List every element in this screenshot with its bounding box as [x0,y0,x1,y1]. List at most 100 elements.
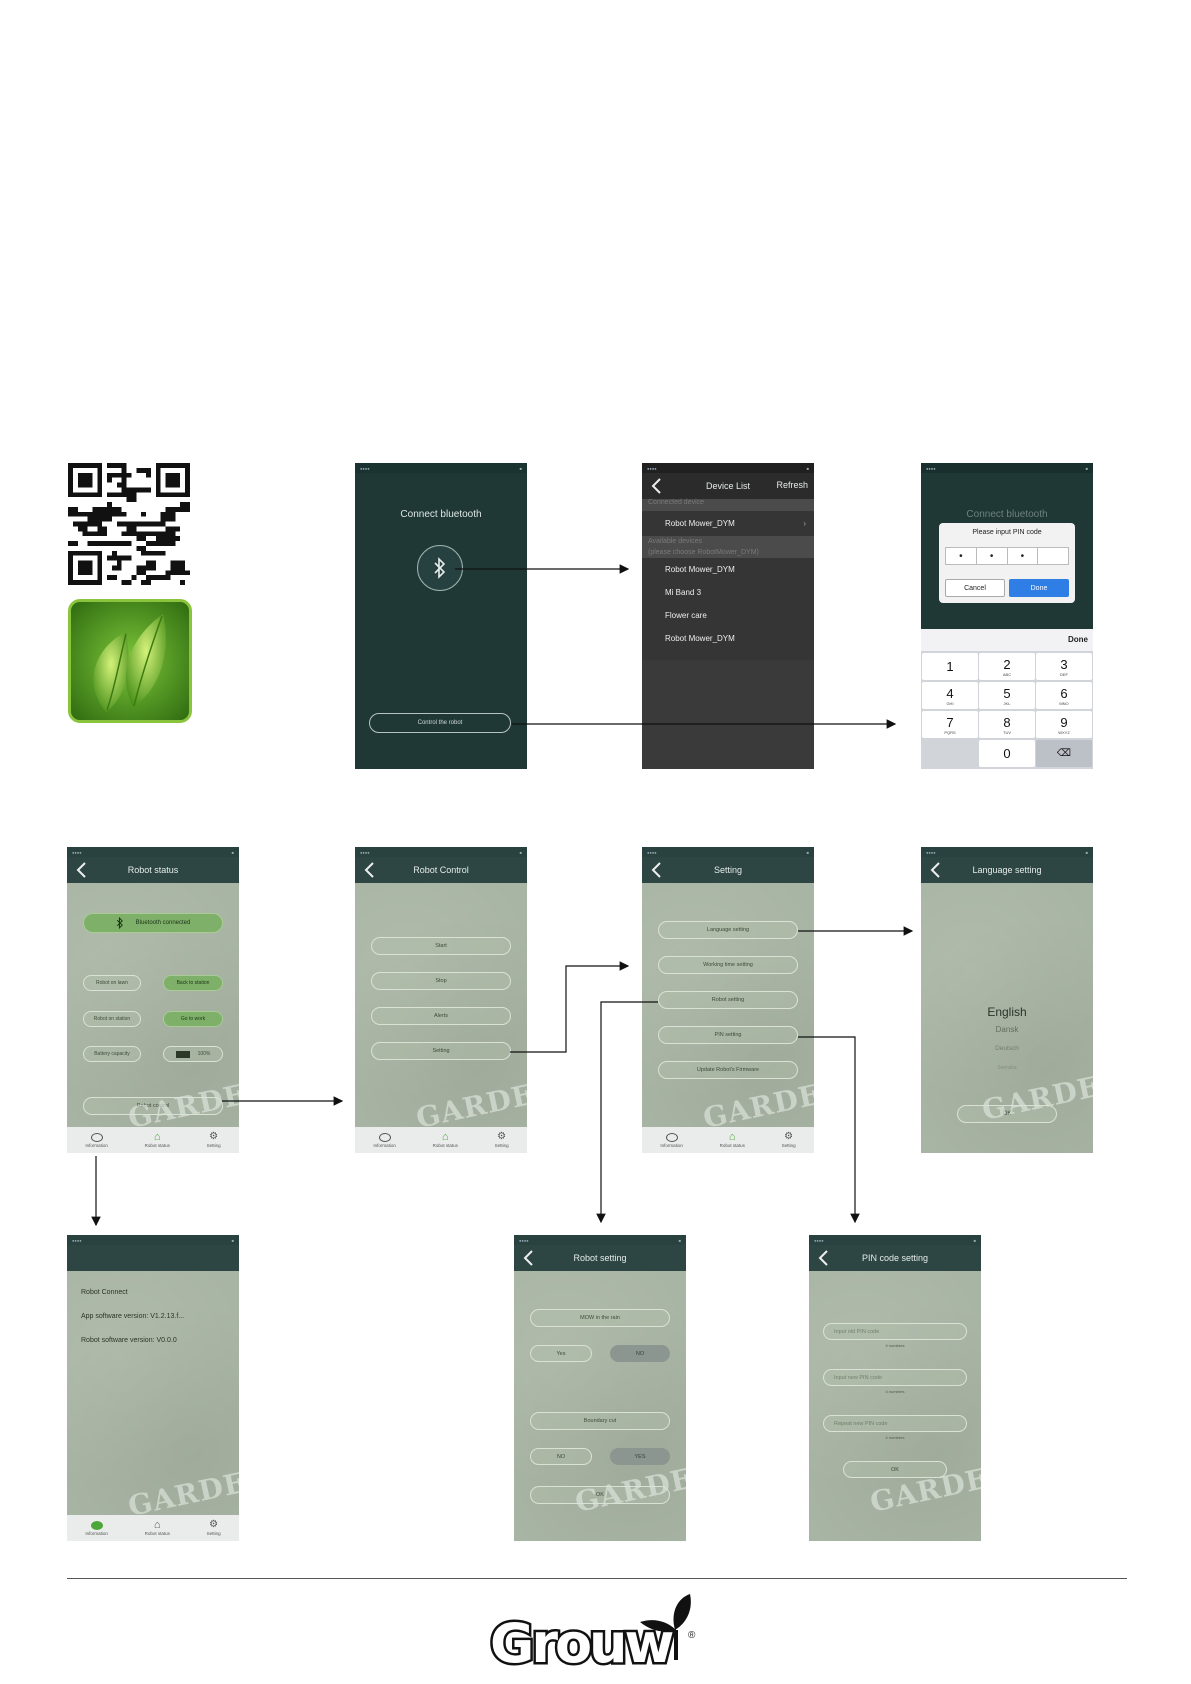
screen-pin-dialog: ●●●●■ Connect bluetooth Please input PIN… [921,463,1093,769]
device-item[interactable]: Mi Band 3 [665,587,702,597]
gear-icon: ⚙ [209,1519,219,1530]
tab-setting[interactable]: ⚙Setting [206,1131,221,1149]
ok-button[interactable]: OK [957,1105,1057,1123]
pin-input-field[interactable]: Repeat new PIN code [823,1415,967,1432]
gear-icon: ⚙ [784,1131,794,1142]
boundary-no-button[interactable]: NO [530,1448,592,1465]
ok-button[interactable]: OK [530,1486,670,1504]
tab-setting[interactable]: ⚙Setting [781,1131,796,1149]
screen-robot-status: ●●●●■ Robot status Bluetooth connected R… [67,847,239,1153]
setting-item-0[interactable]: Language setting [658,921,798,939]
mow-rain-label: MOW in the rain [530,1309,670,1327]
start-button[interactable]: Start [371,937,511,955]
tab-information[interactable]: Information [85,1520,108,1536]
pin-digit: • [977,548,1008,564]
rain-no-button[interactable]: NO [610,1345,670,1362]
back-icon[interactable] [75,860,89,880]
pin-input-field[interactable]: Input new PIN code [823,1369,967,1386]
pin-digits[interactable]: ••• [945,547,1069,565]
gear-icon: ⚙ [497,1131,507,1142]
control-robot-button[interactable]: Control the robot [369,713,511,733]
device-item[interactable]: Robot Mower_DYM [665,564,735,574]
cancel-button[interactable]: Cancel [945,579,1005,597]
ok-button[interactable]: OK [843,1461,947,1478]
home-icon: ⌂ [728,1131,736,1143]
connected-header: Connected device [642,499,814,511]
pin-input-field[interactable]: Input old PIN code [823,1323,967,1340]
back-icon[interactable] [650,476,664,496]
chat-icon [665,1132,678,1142]
language-option[interactable]: Dansk [995,1025,1019,1034]
tab-information[interactable]: Information [373,1132,396,1148]
setting-item-2[interactable]: Robot setting [658,991,798,1009]
back-icon[interactable] [817,1248,831,1268]
tab-setting[interactable]: ⚙Setting [494,1131,509,1149]
robot-status-title: Robot status [127,865,179,875]
language-option[interactable]: Deutsch [995,1045,1019,1052]
setting-item-4[interactable]: Update Robot's Firmware [658,1061,798,1079]
setting-item-1[interactable]: Working time setting [658,956,798,974]
info-line: App software version: V1.2.13.f... [81,1313,185,1320]
go-to-work-button[interactable]: Go to work [163,1011,223,1027]
connected-device[interactable]: Robot Mower_DYM › [665,518,806,528]
battery-icon [175,1050,190,1058]
tab-robot-status[interactable]: ⌂Robot status [144,1131,170,1149]
key-0[interactable]: 0 [979,740,1035,767]
alerts-button[interactable]: Alerts [371,1007,511,1025]
tab-bar: Information ⌂Robot status ⚙Setting [67,1515,239,1541]
home-icon: ⌂ [153,1519,161,1531]
robot-on-station: Robot on station [83,1011,141,1027]
device-item[interactable]: Robot Mower_DYM [665,633,735,643]
back-to-station-button[interactable]: Back to station [163,975,223,991]
pin-hint: 4 numbers [885,1435,905,1440]
bluetooth-icon [116,917,123,929]
back-icon[interactable] [929,860,943,880]
footer-divider [67,1578,1127,1579]
back-icon[interactable] [363,860,377,880]
tab-information[interactable]: Information [85,1132,108,1148]
gear-icon: ⚙ [209,1131,219,1142]
key-1[interactable]: 1 [922,653,978,680]
tab-robot-status[interactable]: ⌂Robot status [719,1131,745,1149]
home-icon: ⌂ [441,1131,449,1143]
setting-button[interactable]: Setting [371,1042,511,1060]
language-option[interactable]: English [987,1005,1027,1019]
tab-bar: Information ⌂Robot status ⚙Setting [67,1127,239,1153]
pin-hint: 4 numbers [885,1389,905,1394]
boundary-yes-button[interactable]: YES [610,1448,670,1465]
setting-item-3[interactable]: PIN setting [658,1026,798,1044]
back-icon[interactable] [650,860,664,880]
bluetooth-button[interactable] [417,545,463,591]
refresh-button[interactable]: Refresh [776,480,808,490]
done-button[interactable]: Done [1009,579,1069,597]
language-title: Language setting [972,865,1042,875]
device-item[interactable]: Flower care [665,610,707,620]
app-icon[interactable] [68,599,192,723]
backspace-icon[interactable]: ⌫ [1036,740,1092,767]
rain-yes-button[interactable]: Yes [530,1345,592,1362]
keyboard-done[interactable]: Done [921,629,1093,651]
tab-robot-status[interactable]: ⌂Robot status [432,1131,458,1149]
tab-robot-status[interactable]: ⌂Robot status [144,1519,170,1537]
pin-digit: • [946,548,977,564]
tab-setting[interactable]: ⚙Setting [206,1519,221,1537]
language-option[interactable]: Svenska [997,1065,1017,1071]
stop-button[interactable]: Stop [371,972,511,990]
robot-setting-title: Robot setting [573,1253,627,1263]
robot-control-button[interactable]: Robot control [83,1097,223,1115]
bluetooth-icon [434,557,446,579]
tab-information[interactable]: Information [660,1132,683,1148]
brand-text: Grouw [487,1610,676,1678]
battery-capacity-label: Battery capacity [83,1046,141,1062]
pin-prompt: Please input PIN code [972,529,1042,536]
back-icon[interactable] [522,1248,536,1268]
